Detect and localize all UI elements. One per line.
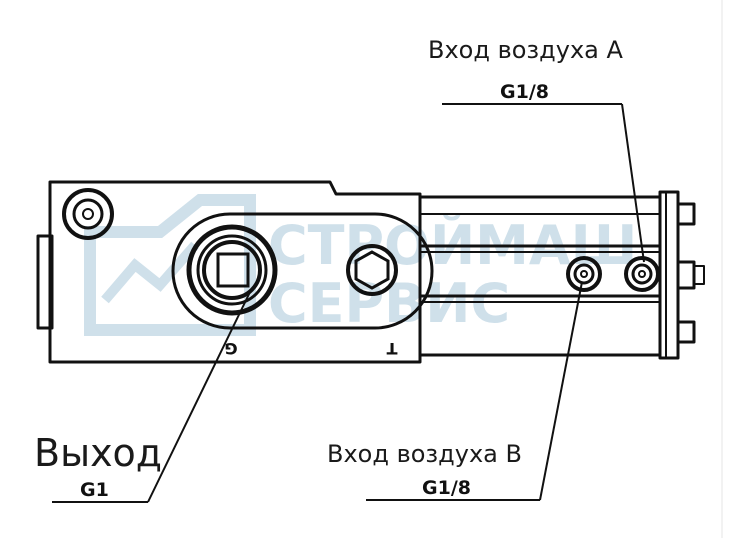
inlet-a-thread: G1/8 xyxy=(500,81,549,103)
end-bolt-top xyxy=(676,202,696,226)
inlet-a-label: Вход воздуха A xyxy=(428,36,624,64)
inlet-a-port xyxy=(624,256,660,292)
corner-screw xyxy=(62,188,114,240)
hex-plug xyxy=(346,244,398,296)
end-cap xyxy=(658,190,680,360)
inlet-b-port xyxy=(566,256,602,292)
port-mark-t: T xyxy=(386,339,397,358)
inlet-b-thread: G1/8 xyxy=(422,477,471,499)
inlet-b-label: Вход воздуха B xyxy=(327,440,522,468)
leader-a xyxy=(621,103,645,263)
main-block xyxy=(48,180,422,364)
end-bolt-bottom xyxy=(676,320,696,344)
outlet-port xyxy=(186,224,278,316)
internal-slot xyxy=(171,212,434,330)
left-tab xyxy=(36,234,54,330)
end-bolt-middle xyxy=(676,260,696,290)
outlet-label: Выход xyxy=(34,431,162,475)
leader-b xyxy=(539,281,583,501)
leader-lines xyxy=(52,103,645,503)
port-mark-g: G xyxy=(224,339,237,358)
watermark-line2: СЕРВИС xyxy=(268,272,510,335)
watermark-house-icon xyxy=(84,194,256,336)
outlet-thread: G1 xyxy=(80,479,109,501)
valve-body xyxy=(36,180,705,364)
leader-outlet xyxy=(147,291,251,503)
